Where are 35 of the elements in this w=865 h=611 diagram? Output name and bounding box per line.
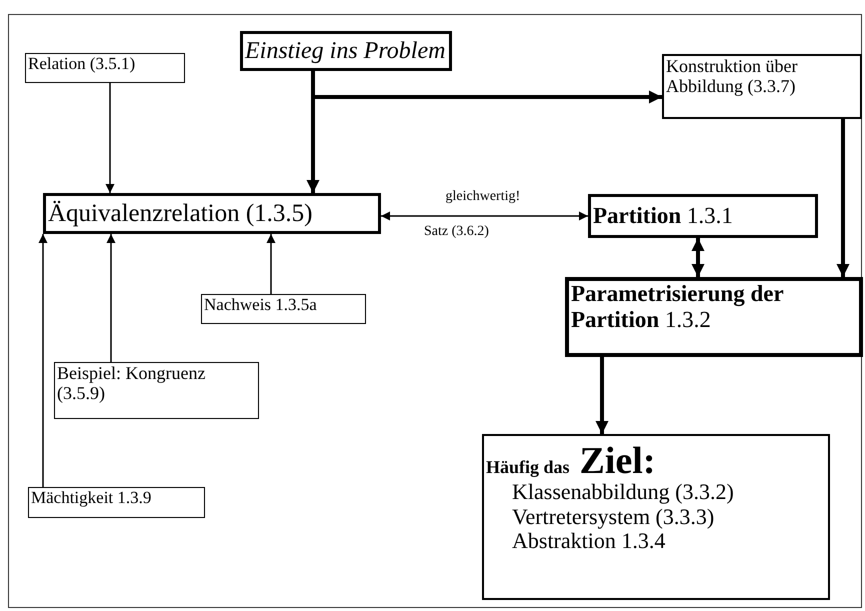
arrow — [266, 234, 276, 294]
list-item: Klassenabbildung (3.3.2) — [511, 480, 735, 505]
concept-box — [662, 54, 862, 119]
concept-box — [25, 53, 185, 83]
node-label: Beispiel: Kongruenz (3.5.9) — [57, 363, 206, 404]
arrow — [692, 238, 704, 277]
concept-box — [588, 194, 818, 238]
concept-box — [28, 487, 205, 518]
concept-box — [565, 277, 863, 357]
node-label: Nachweis 1.3.5a — [204, 295, 318, 314]
note-text: Satz (3.6.2) — [423, 224, 490, 240]
list-item: Abstraktion 1.3.4 — [511, 529, 666, 554]
concept-box — [201, 294, 366, 324]
concept-box — [43, 193, 381, 234]
node-label: Konstruktion über Abbildung (3.3.7) — [666, 56, 798, 96]
arrow — [836, 119, 850, 277]
node-label: Einstieg ins Problem — [245, 38, 446, 64]
goal-box — [482, 434, 830, 600]
node-label: Parametrisierung der Partition 1.3.2 — [571, 281, 784, 332]
edge-label: gleichwertig! — [444, 189, 522, 205]
list-item: Vertretersystem (3.3.3) — [511, 504, 714, 530]
arrow — [38, 234, 48, 487]
arrow — [596, 357, 608, 434]
concept-box — [54, 362, 259, 419]
arrow — [311, 71, 662, 104]
node-label: Relation (3.5.1) — [28, 54, 136, 74]
arrow — [106, 234, 116, 362]
node-label: Mächtigkeit 1.3.9 — [31, 488, 152, 508]
arrow — [106, 83, 114, 193]
arrow — [381, 212, 588, 220]
heading-text: Ziel: — [580, 442, 656, 480]
node-label: Äquivalenzrelation (1.3.5) — [48, 200, 312, 228]
heading-text: Häufig das — [486, 458, 570, 476]
concept-box — [240, 31, 452, 71]
node-label: Partition 1.3.1 — [593, 203, 733, 229]
